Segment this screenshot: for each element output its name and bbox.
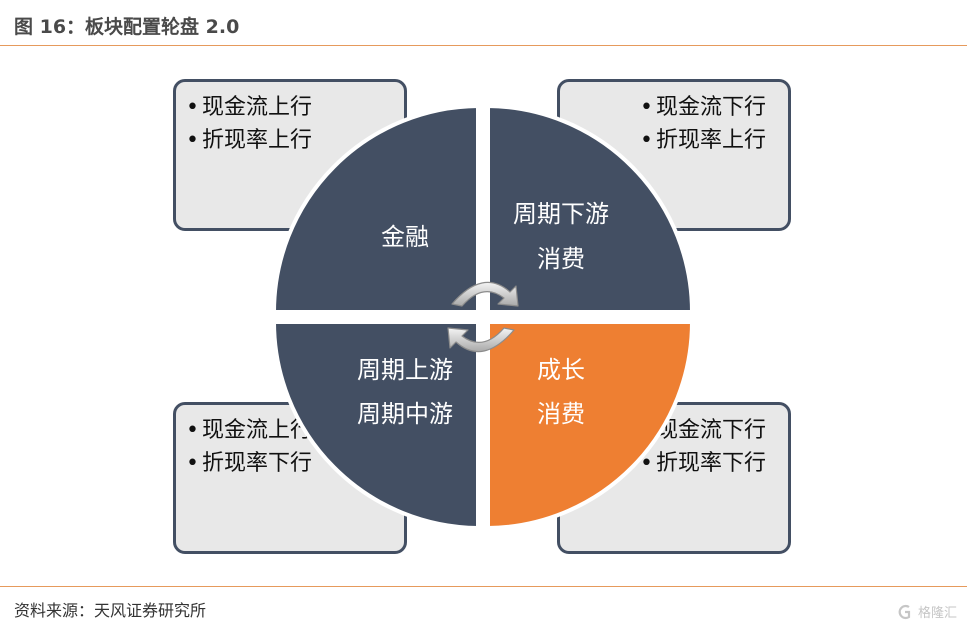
quadrant-label-top-right: 消费	[537, 245, 585, 273]
quadrant-label-bottom-right: 消费	[537, 400, 585, 428]
quadrant-label-top-right: 周期下游	[513, 200, 609, 228]
quadrant-bottom-right	[486, 320, 694, 530]
condition-item: 折现率下行	[640, 447, 766, 480]
watermark: 格隆汇	[895, 602, 957, 621]
quadrant-label-bottom-left: 周期上游	[357, 356, 453, 384]
quadrant-top-right	[486, 104, 694, 314]
source-note: 资料来源：天风证券研究所	[14, 601, 207, 620]
quadrant-top-left	[272, 104, 480, 314]
quadrant-label-bottom-left: 周期中游	[357, 400, 453, 428]
condition-item: 折现率上行	[186, 124, 312, 157]
cycle-arrow-bottom	[447, 327, 515, 353]
condition-list: 现金流下行 折现率下行	[640, 414, 766, 480]
quadrant-label-top-left: 金融	[381, 223, 429, 251]
figure-title: 图 16：板块配置轮盘 2.0	[14, 16, 240, 38]
condition-item: 现金流下行	[640, 414, 766, 447]
watermark-logo-icon	[898, 604, 911, 619]
condition-item: 折现率上行	[640, 124, 766, 157]
cycle-arrow-top	[451, 281, 519, 307]
watermark-text: 格隆汇	[917, 606, 957, 621]
top-divider	[0, 45, 967, 46]
condition-item: 折现率下行	[186, 447, 312, 480]
condition-list: 现金流上行 折现率上行	[186, 91, 312, 157]
quadrant-label-bottom-right: 成长	[537, 356, 585, 384]
condition-item: 现金流下行	[640, 91, 766, 124]
quadrant-bottom-left	[272, 320, 480, 530]
condition-list: 现金流下行 折现率上行	[640, 91, 766, 157]
condition-item: 现金流上行	[186, 91, 312, 124]
bottom-divider	[0, 586, 967, 587]
rotate-cycle-icon	[447, 281, 519, 353]
condition-item: 现金流上行	[186, 414, 312, 447]
condition-list: 现金流上行 折现率下行	[186, 414, 312, 480]
